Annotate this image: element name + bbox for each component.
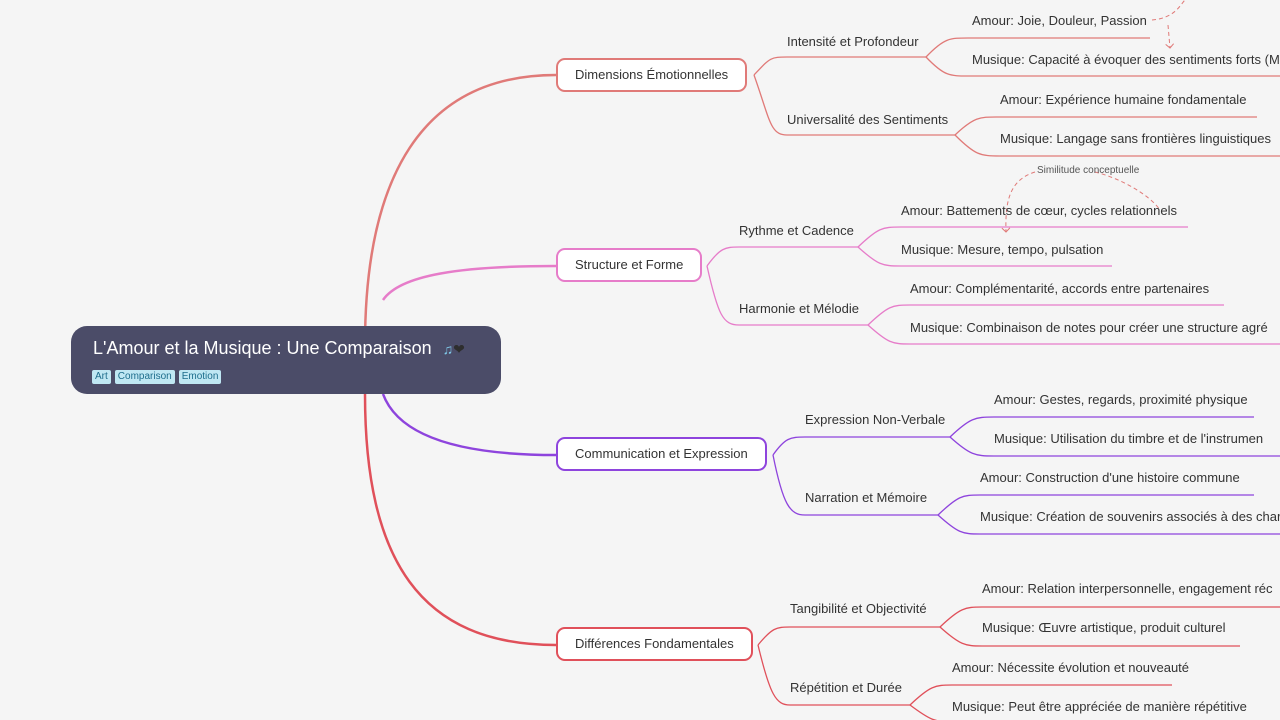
root-topic[interactable]: L'Amour et la Musique : Une Comparaison … (71, 326, 501, 394)
leaf-amour-battements[interactable]: Amour: Battements de cœur, cycles relati… (901, 203, 1178, 218)
leaf-musique-langage[interactable]: Musique: Langage sans frontières linguis… (1000, 131, 1272, 146)
leaf-musique-sentiments[interactable]: Musique: Capacité à évoquer des sentimen… (972, 52, 1280, 67)
branch-3-connectors (381, 393, 1280, 535)
branch-2-connectors (381, 226, 1280, 345)
branch-communication-expression[interactable]: Communication et Expression (556, 437, 767, 471)
subtopic-expression-non-verbale[interactable]: Expression Non-Verbale (805, 412, 946, 427)
leaf-musique-repetitive[interactable]: Musique: Peut être appréciée de manière … (952, 699, 1247, 714)
leaf-musique-oeuvre[interactable]: Musique: Œuvre artistique, produit cultu… (982, 620, 1226, 635)
leaf-amour-experience[interactable]: Amour: Expérience humaine fondamentale (1000, 92, 1247, 107)
tag-art[interactable]: Art (92, 370, 111, 384)
root-icons: ♫❤ (443, 341, 465, 357)
subtopic-rythme-cadence[interactable]: Rythme et Cadence (739, 223, 854, 238)
heart-icon: ❤ (453, 341, 465, 357)
subtopic-intensite-profondeur[interactable]: Intensité et Profondeur (787, 34, 919, 49)
subtopic-repetition-duree[interactable]: Répétition et Durée (790, 680, 903, 695)
branch-dimensions-emotionnelles[interactable]: Dimensions Émotionnelles (556, 58, 748, 92)
branch-1-connectors (363, 0, 1280, 346)
subtopic-universalite-sentiments[interactable]: Universalité des Sentiments (787, 112, 949, 127)
music-note-icon: ♫ (442, 341, 454, 357)
relation-note[interactable]: Similitude conceptuelle (1037, 165, 1140, 176)
leaf-musique-timbre[interactable]: Musique: Utilisation du timbre et de l'i… (994, 431, 1264, 446)
branch-structure-forme[interactable]: Structure et Forme (556, 248, 703, 282)
branch-differences-fondamentales[interactable]: Différences Fondamentales (556, 627, 753, 661)
branch-4-connectors (363, 393, 1280, 720)
relation-connector (1001, 171, 1161, 233)
subtopic-tangibilite-objectivite[interactable]: Tangibilité et Objectivité (790, 601, 927, 616)
subtopic-narration-memoire[interactable]: Narration et Mémoire (805, 490, 928, 505)
leaf-amour-joie[interactable]: Amour: Joie, Douleur, Passion (972, 13, 1147, 28)
tag-comparison[interactable]: Comparison (114, 370, 175, 384)
leaf-musique-combinaison[interactable]: Musique: Combinaison de notes pour créer… (910, 320, 1268, 335)
leaf-amour-relation[interactable]: Amour: Relation interpersonnelle, engage… (982, 581, 1273, 596)
root-tags: Art Comparison Emotion (92, 370, 222, 384)
subtopic-harmonie-melodie[interactable]: Harmonie et Mélodie (739, 301, 859, 316)
leaf-amour-complementarite[interactable]: Amour: Complémentarité, accords entre pa… (910, 281, 1210, 296)
leaf-musique-mesure[interactable]: Musique: Mesure, tempo, pulsation (901, 242, 1104, 257)
root-title: L'Amour et la Musique : Une Comparaison (93, 338, 432, 358)
leaf-amour-histoire[interactable]: Amour: Construction d'une histoire commu… (980, 470, 1240, 485)
tag-emotion[interactable]: Emotion (178, 370, 222, 384)
leaf-amour-evolution[interactable]: Amour: Nécessite évolution et nouveauté (952, 660, 1190, 675)
leaf-musique-souvenirs[interactable]: Musique: Création de souvenirs associés … (980, 509, 1280, 524)
root-title-line: L'Amour et la Musique : Une Comparaison … (93, 336, 479, 361)
leaf-amour-gestes[interactable]: Amour: Gestes, regards, proximité physiq… (994, 392, 1248, 407)
